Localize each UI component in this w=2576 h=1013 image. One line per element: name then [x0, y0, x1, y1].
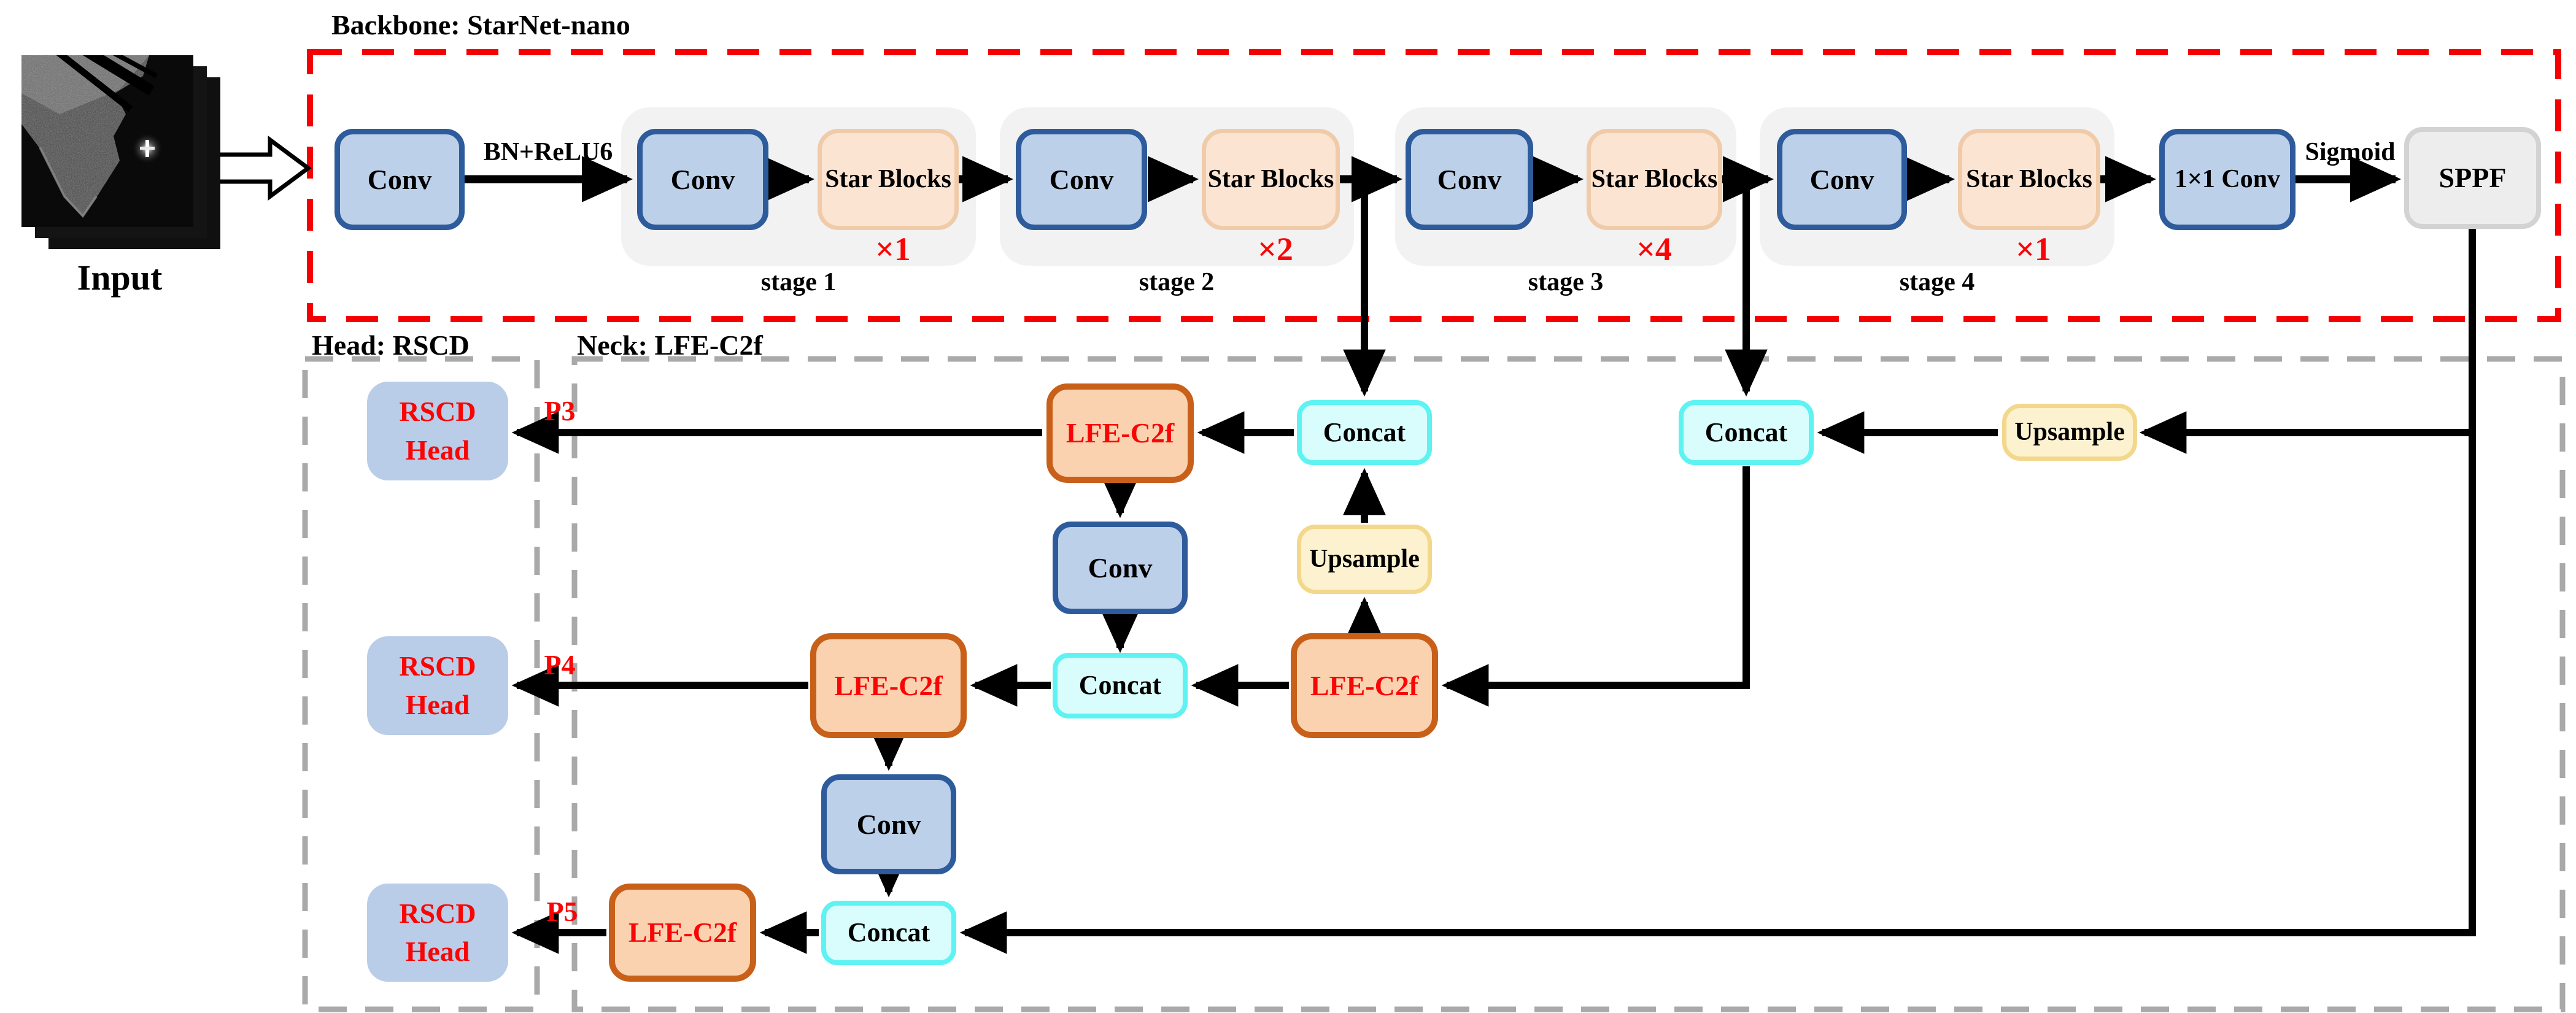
stage2-label: stage 2	[1139, 268, 1215, 296]
stage1-repeat-label: ×1	[875, 231, 911, 268]
neck-lfe-p3-box: LFE-C2f	[1046, 383, 1194, 483]
neck-upsample-mid-box: Upsample	[1297, 525, 1432, 594]
stage4-label: stage 4	[1899, 268, 1975, 296]
input-label: Input	[77, 257, 163, 298]
neck-upsample-top-box: Upsample	[2002, 404, 2137, 461]
neck-concat-p4-box: Concat	[1053, 653, 1188, 718]
head-title: Head: RSCD	[312, 329, 470, 361]
stage3-label: stage 3	[1528, 268, 1604, 296]
stage2-conv-box: Conv	[1016, 129, 1147, 230]
stage2-star-blocks-box: Star Blocks	[1202, 129, 1340, 230]
stage1-star-blocks-box: Star Blocks	[818, 129, 959, 230]
backbone-title: Backbone: StarNet-nano	[331, 9, 630, 40]
final-1x1-conv-box: 1×1 Conv	[2159, 129, 2296, 230]
p4-port-label: P4	[544, 649, 576, 680]
stage4-star-blocks-box: Star Blocks	[1958, 129, 2100, 230]
p3-port-label: P3	[544, 395, 576, 426]
stage3-repeat-label: ×4	[1636, 231, 1672, 268]
neck-concat-p3-box: Concat	[1297, 400, 1432, 465]
backbone-frame	[307, 49, 2561, 322]
neck-conv-p4-down-box: Conv	[821, 774, 956, 874]
neck-conv-p3-down-box: Conv	[1053, 522, 1188, 614]
stage4-conv-box: Conv	[1777, 129, 1907, 230]
bn-relu6-label: BN+ReLU6	[483, 138, 613, 166]
stage4-repeat-label: ×1	[2016, 231, 2051, 268]
p5-port-label: P5	[546, 895, 578, 927]
stage3-conv-box: Conv	[1406, 129, 1533, 230]
neck-lfe-p5-box: LFE-C2f	[609, 884, 756, 982]
neck-concat-mid-top-box: Concat	[1679, 400, 1814, 465]
head-frame	[302, 356, 540, 1012]
neck-lfe-mid-box: LFE-C2f	[1291, 633, 1438, 738]
stage2-repeat-label: ×2	[1258, 231, 1293, 268]
stage3-star-blocks-box: Star Blocks	[1587, 129, 1722, 230]
stage1-label: stage 1	[760, 268, 837, 296]
head-rscd-p4-box: RSCD Head	[367, 636, 508, 735]
sppf-box: SPPF	[2404, 127, 2541, 229]
sigmoid-label: Sigmoid	[2305, 138, 2396, 166]
neck-title: Neck: LFE-C2f	[577, 329, 763, 361]
stem-conv-box: Conv	[335, 129, 465, 230]
input-image	[21, 45, 193, 227]
input-flow-arrow	[215, 136, 312, 201]
head-rscd-p3-box: RSCD Head	[367, 382, 508, 480]
neck-lfe-p4-box: LFE-C2f	[810, 633, 967, 738]
neck-concat-p5-box: Concat	[821, 901, 956, 965]
stage1-conv-box: Conv	[637, 129, 768, 230]
head-rscd-p5-box: RSCD Head	[367, 884, 508, 982]
